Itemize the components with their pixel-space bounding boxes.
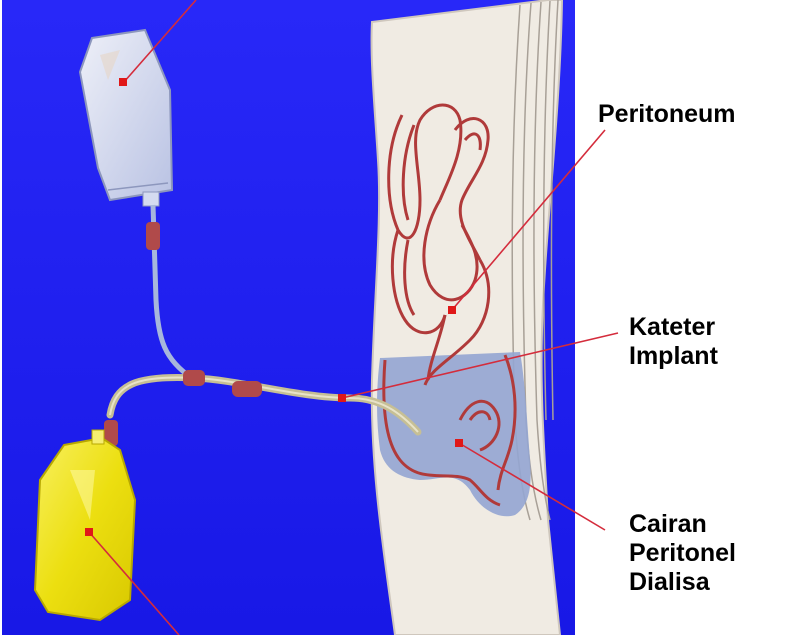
abdominal-wall (372, 0, 562, 635)
catheter-clamp-2 (232, 381, 262, 397)
label-peritoneum-text: Peritoneum (598, 100, 736, 129)
label-peritoneum: Peritoneum (598, 100, 736, 129)
label-kateter-implant: Kateter Implant (629, 313, 718, 371)
label-kateter-line1: Kateter (629, 313, 718, 342)
label-cairan-line3: Dialisa (629, 568, 736, 597)
label-kateter-line2: Implant (629, 342, 718, 371)
catheter-clamp-1 (183, 370, 205, 386)
inflow-clamp (146, 222, 160, 250)
label-cairan-line1: Cairan (629, 510, 736, 539)
label-cairan-line2: Peritonel (629, 539, 736, 568)
label-cairan-peritonel-dialisa: Cairan Peritonel Dialisa (629, 510, 736, 597)
